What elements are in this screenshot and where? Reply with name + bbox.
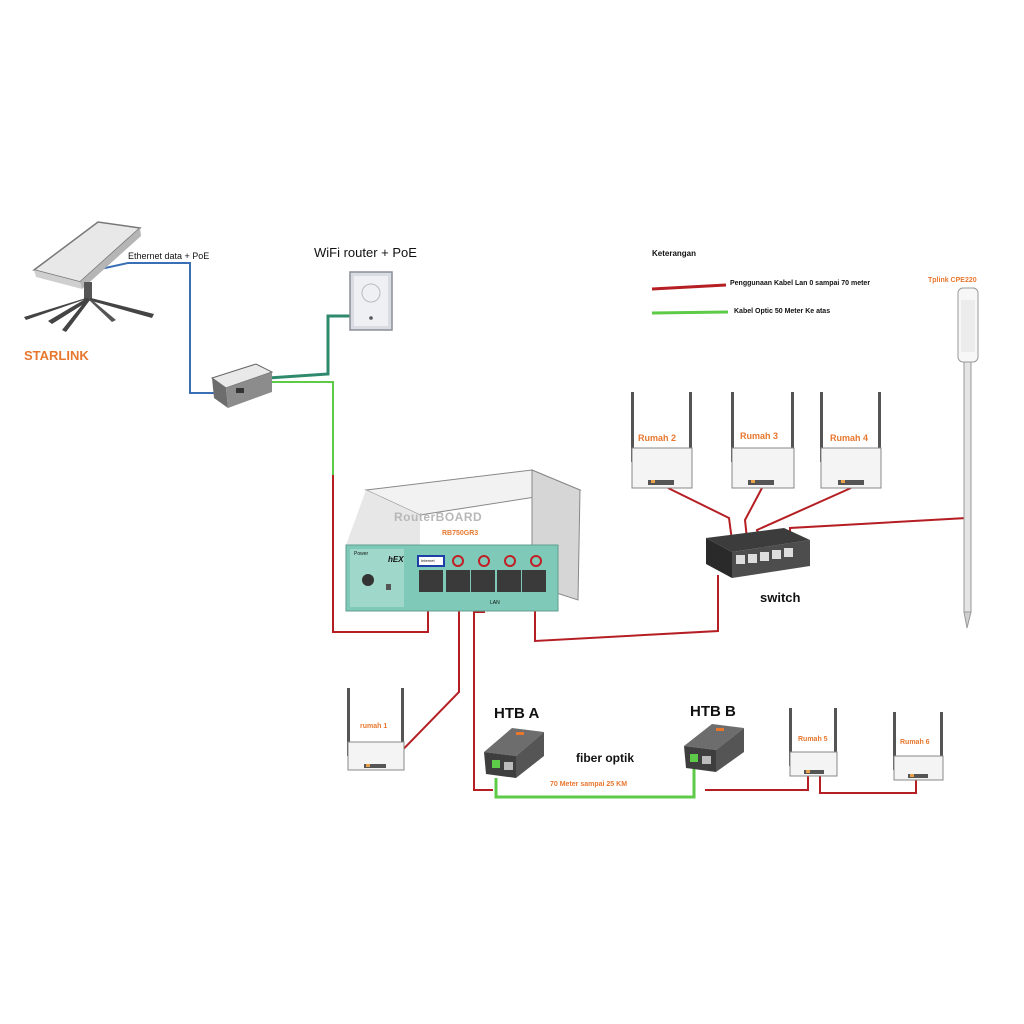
- hex-logo-label: hEX: [388, 555, 404, 564]
- rumah3-router-icon: [731, 392, 795, 489]
- rumah6-label: Rumah 6: [900, 739, 930, 746]
- poe-injector-icon: [210, 363, 274, 408]
- fiber-optic-cable: [494, 764, 696, 799]
- rumah2-router-icon: [631, 392, 693, 489]
- rumah5-to-rumah6-cable: [819, 775, 917, 794]
- ethernet-poe-label: Ethernet data + PoE: [128, 251, 210, 261]
- switch-label: switch: [760, 590, 801, 605]
- routerboard-brand-label: RouterBOARD: [394, 510, 483, 524]
- htb-a-converter-icon: [484, 728, 544, 778]
- port-lan-label: LAN: [490, 600, 500, 606]
- legend-lan-label: Penggunaan Kabel Lan 0 sampai 70 meter: [730, 280, 871, 287]
- tplink-cpe-icon: [957, 287, 979, 629]
- network-switch-icon: [706, 528, 810, 578]
- wifi-router-label: WiFi router + PoE: [314, 245, 417, 260]
- ethernet-poe-cable: [95, 262, 222, 394]
- poe-to-router-cable: [268, 381, 334, 475]
- htb-b-label: HTB B: [690, 703, 736, 720]
- rumah4-router-icon: [820, 392, 882, 489]
- fiber-optik-label: fiber optik: [576, 751, 635, 765]
- htb-b-converter-icon: [684, 724, 744, 772]
- rumah4-label: Rumah 4: [830, 433, 869, 443]
- rumah2-label: Rumah 2: [638, 433, 677, 443]
- tplink-cpe-label: Tplink CPE220: [928, 277, 977, 284]
- fiber-range-label: 70 Meter sampai 25 KM: [550, 781, 628, 788]
- htb-b-to-rumah5-cable: [705, 775, 809, 791]
- port-internet-label: Internet: [421, 558, 435, 563]
- htb-a-label: HTB A: [494, 705, 540, 722]
- power-label: Power: [354, 551, 369, 557]
- wifi-router-icon: [349, 271, 393, 331]
- legend-optic-label: Kabel Optic 50 Meter Ke atas: [734, 308, 831, 315]
- mikrotik-hex-router-icon: [345, 469, 582, 612]
- router-to-rumah1-cable: [384, 578, 460, 769]
- starlink-label: STARLINK: [24, 348, 89, 363]
- rumah5-router-icon: [789, 708, 838, 777]
- legend-optic-line: [651, 310, 729, 315]
- rumah1-label: rumah 1: [360, 723, 388, 730]
- starlink-dish-icon: [24, 221, 154, 332]
- rumah5-label: Rumah 5: [798, 736, 828, 743]
- rumah6-router-icon: [893, 712, 944, 781]
- poe-to-wifi-cable: [267, 314, 350, 380]
- rumah3-label: Rumah 3: [740, 431, 779, 441]
- legend-title: Keterangan: [652, 249, 697, 258]
- legend-lan-line: [651, 283, 727, 291]
- rumah1-router-icon: [347, 688, 405, 771]
- router-model-label: RB750GR3: [442, 530, 479, 537]
